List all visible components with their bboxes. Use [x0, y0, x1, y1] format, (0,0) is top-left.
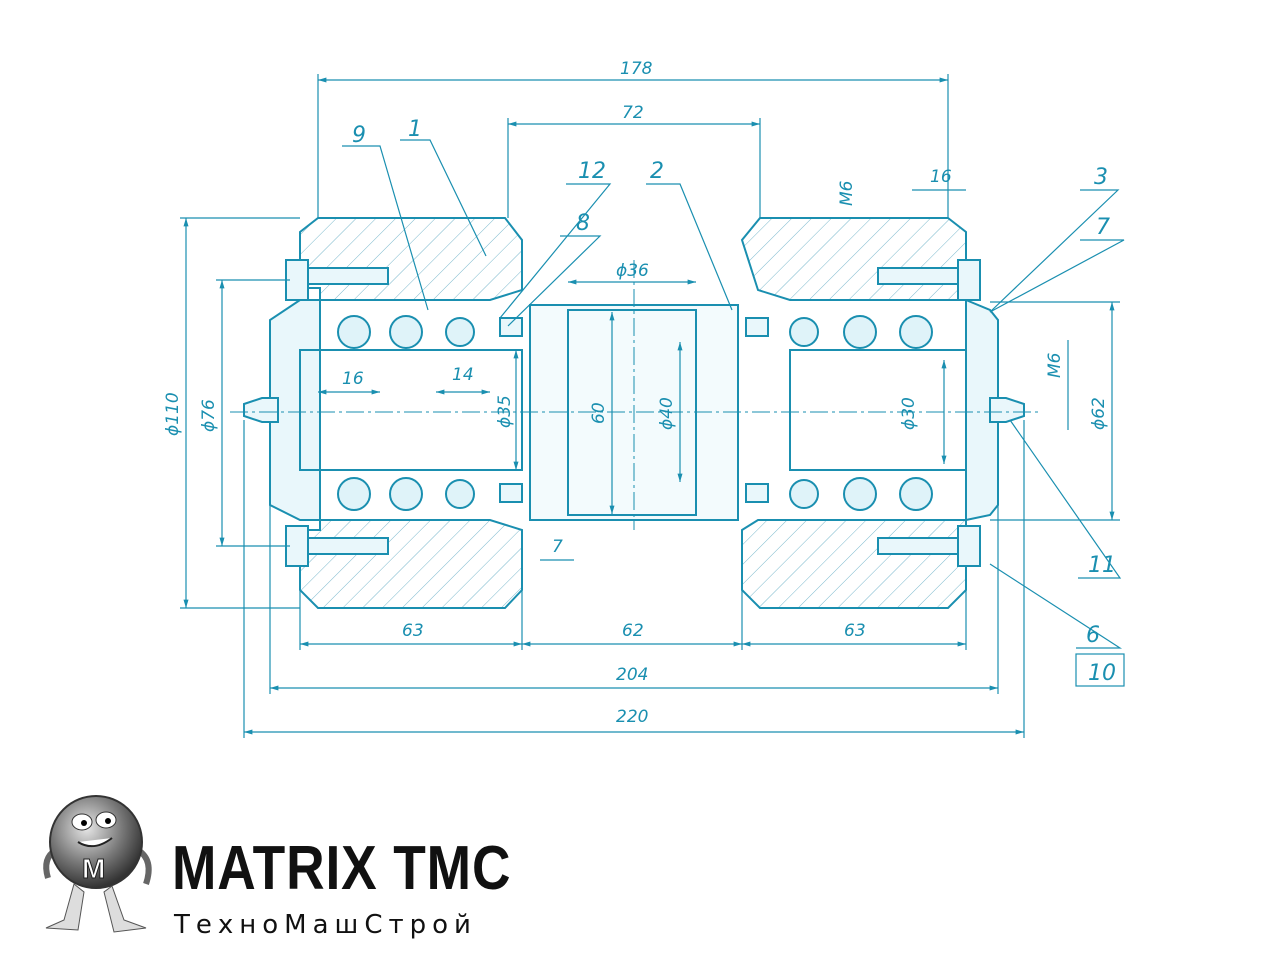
- bearing-ball: [843, 315, 877, 349]
- bolt-shank: [877, 537, 959, 555]
- seal: [499, 483, 523, 503]
- bearing-ball: [389, 477, 423, 511]
- dim-16-right: 16: [930, 167, 952, 187]
- dim-7-gap: 7: [552, 537, 563, 557]
- mascot-logo: M: [43, 795, 152, 933]
- dim-63-right: 63: [844, 621, 866, 641]
- dim-d36: ϕ36: [616, 261, 649, 281]
- callout-8: 8: [576, 211, 590, 236]
- callout-6: 6: [1086, 623, 1100, 648]
- leader-lines: [342, 139, 1125, 687]
- callout-12: 12: [578, 159, 606, 184]
- bolt: [957, 525, 981, 567]
- callout-1: 1: [408, 117, 422, 142]
- dim-14-inner: 14: [452, 365, 474, 385]
- bolt-shank: [307, 267, 389, 285]
- bearing-ball: [899, 477, 933, 511]
- seal: [745, 483, 769, 503]
- right-housing-lower: [741, 519, 967, 609]
- bearing-ball: [337, 477, 371, 511]
- callout-2: 2: [650, 159, 664, 184]
- callout-10: 10: [1088, 661, 1116, 686]
- right-inner-shaft: [789, 349, 967, 471]
- right-housing: [740, 217, 967, 301]
- bearing-ball: [445, 479, 475, 509]
- mascot-letter: M: [82, 853, 105, 884]
- seal: [745, 317, 769, 337]
- dim-60: 60: [589, 402, 609, 424]
- bolt-shank: [877, 267, 959, 285]
- dim-63-left: 63: [402, 621, 424, 641]
- bearing-ball: [337, 315, 371, 349]
- fasteners: [243, 259, 1025, 567]
- callout-7: 7: [1096, 215, 1110, 240]
- left-inner-shaft: [299, 349, 523, 471]
- dim-220: 220: [616, 707, 648, 727]
- dim-178: 178: [620, 59, 653, 79]
- bolt-shank: [307, 537, 389, 555]
- bearings: [337, 315, 933, 511]
- dim-62: 62: [622, 621, 644, 641]
- bolt: [957, 259, 981, 301]
- dim-d35: ϕ35: [495, 395, 515, 428]
- dim-204: 204: [616, 665, 648, 685]
- bearing-ball: [899, 315, 933, 349]
- dim-d40: ϕ40: [657, 397, 677, 430]
- bearing-ball: [789, 317, 819, 347]
- grease-fitting: [989, 397, 1025, 423]
- callout-3: 3: [1094, 165, 1108, 190]
- callout-11: 11: [1088, 553, 1116, 578]
- grease-fitting: [243, 397, 279, 423]
- bearing-ball: [445, 317, 475, 347]
- left-housing-lower: [299, 519, 523, 609]
- dimension-lines: [180, 74, 1120, 738]
- left-housing: [299, 217, 523, 301]
- dim-m6-right: M6: [1045, 352, 1065, 378]
- bearing-ball: [389, 315, 423, 349]
- dim-d110: ϕ110: [163, 392, 183, 436]
- dim-d76: ϕ76: [199, 399, 219, 432]
- bearing-ball: [789, 479, 819, 509]
- dim-d62: ϕ62: [1089, 397, 1109, 430]
- brand-subtitle: ТехноМашСтрой: [174, 910, 477, 940]
- left-cover: [269, 299, 321, 521]
- dim-d30: ϕ30: [899, 397, 919, 430]
- seal: [499, 317, 523, 337]
- callout-9: 9: [352, 123, 366, 148]
- bearing-ball: [843, 477, 877, 511]
- brand-name: MATRIX TMC: [172, 834, 512, 903]
- dim-16-inner: 16: [342, 369, 364, 389]
- dim-72: 72: [622, 103, 644, 123]
- dim-m6-top: M6: [837, 180, 857, 206]
